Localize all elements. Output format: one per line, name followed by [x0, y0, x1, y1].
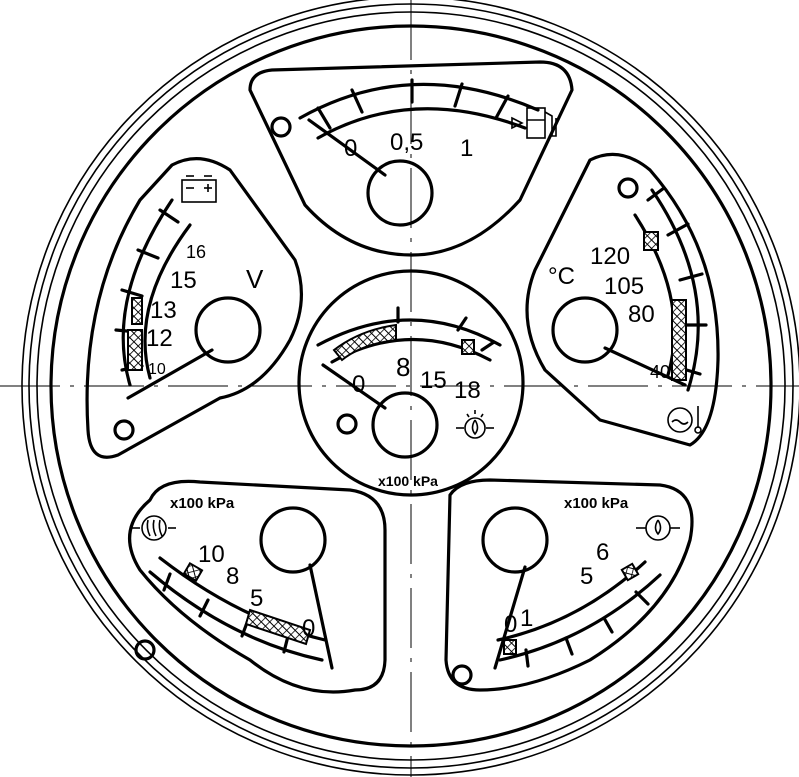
temperature-scale-40: 40: [650, 362, 670, 382]
fuel-pump-icon: [511, 107, 557, 139]
temperature-gauge: °C 120 105 80 40: [525, 152, 720, 447]
heater-unit: x100 kPa: [170, 495, 235, 512]
voltage-scale-13: 13: [150, 297, 177, 324]
heater-scale-8: 8: [226, 563, 239, 590]
heater-scale-0: 0: [302, 615, 315, 642]
oil-pressure-icon: [456, 410, 494, 439]
temperature-scale-120: 120: [590, 243, 630, 270]
voltage-unit: V: [246, 264, 264, 294]
fuel-scale-1: 1: [460, 135, 473, 162]
engine-oil-icon: [636, 515, 680, 541]
fuel-gauge: 0 0,5 1: [248, 60, 574, 257]
temperature-scale-105: 105: [604, 273, 644, 300]
engine-oil-pressure-gauge: x100 kPa 0 1 5 6: [444, 478, 694, 692]
fuel-scale-0: 0: [344, 135, 357, 162]
heater-icon: [132, 515, 176, 541]
oil-unit: x100 kPa: [378, 473, 438, 489]
oil-scale-8: 8: [396, 352, 410, 382]
voltage-scale-16: 16: [186, 242, 206, 262]
temperature-scale-80: 80: [628, 301, 655, 328]
temperature-unit: °C: [548, 263, 575, 290]
outer-bezel: [21, 0, 799, 776]
voltage-scale-12: 12: [146, 325, 173, 352]
engine-oil-scale-0: 0: [504, 611, 517, 638]
fuel-scale-half: 0,5: [390, 129, 423, 156]
engine-oil-scale-6: 6: [596, 539, 609, 566]
battery-icon: [181, 175, 217, 203]
coolant-temperature-icon: [667, 406, 702, 434]
oil-scale-18: 18: [454, 377, 481, 404]
engine-oil-unit: x100 kPa: [564, 495, 629, 512]
heater-scale-5: 5: [250, 585, 263, 612]
oil-scale-15: 15: [420, 367, 447, 394]
voltage-scale-10: 10: [148, 361, 166, 378]
heater-pressure-gauge: x100 kPa 10 8 5 0: [128, 479, 387, 694]
engine-oil-scale-5: 5: [580, 563, 593, 590]
voltage-gauge: V 16 15 13 12 10: [85, 156, 303, 459]
heater-scale-10: 10: [198, 541, 225, 568]
voltage-scale-15: 15: [170, 267, 197, 294]
oil-pressure-gauge: 0 8 15 18 x100 kPa: [297, 269, 525, 497]
engine-oil-scale-1: 1: [520, 605, 533, 632]
oil-scale-0: 0: [352, 371, 365, 398]
